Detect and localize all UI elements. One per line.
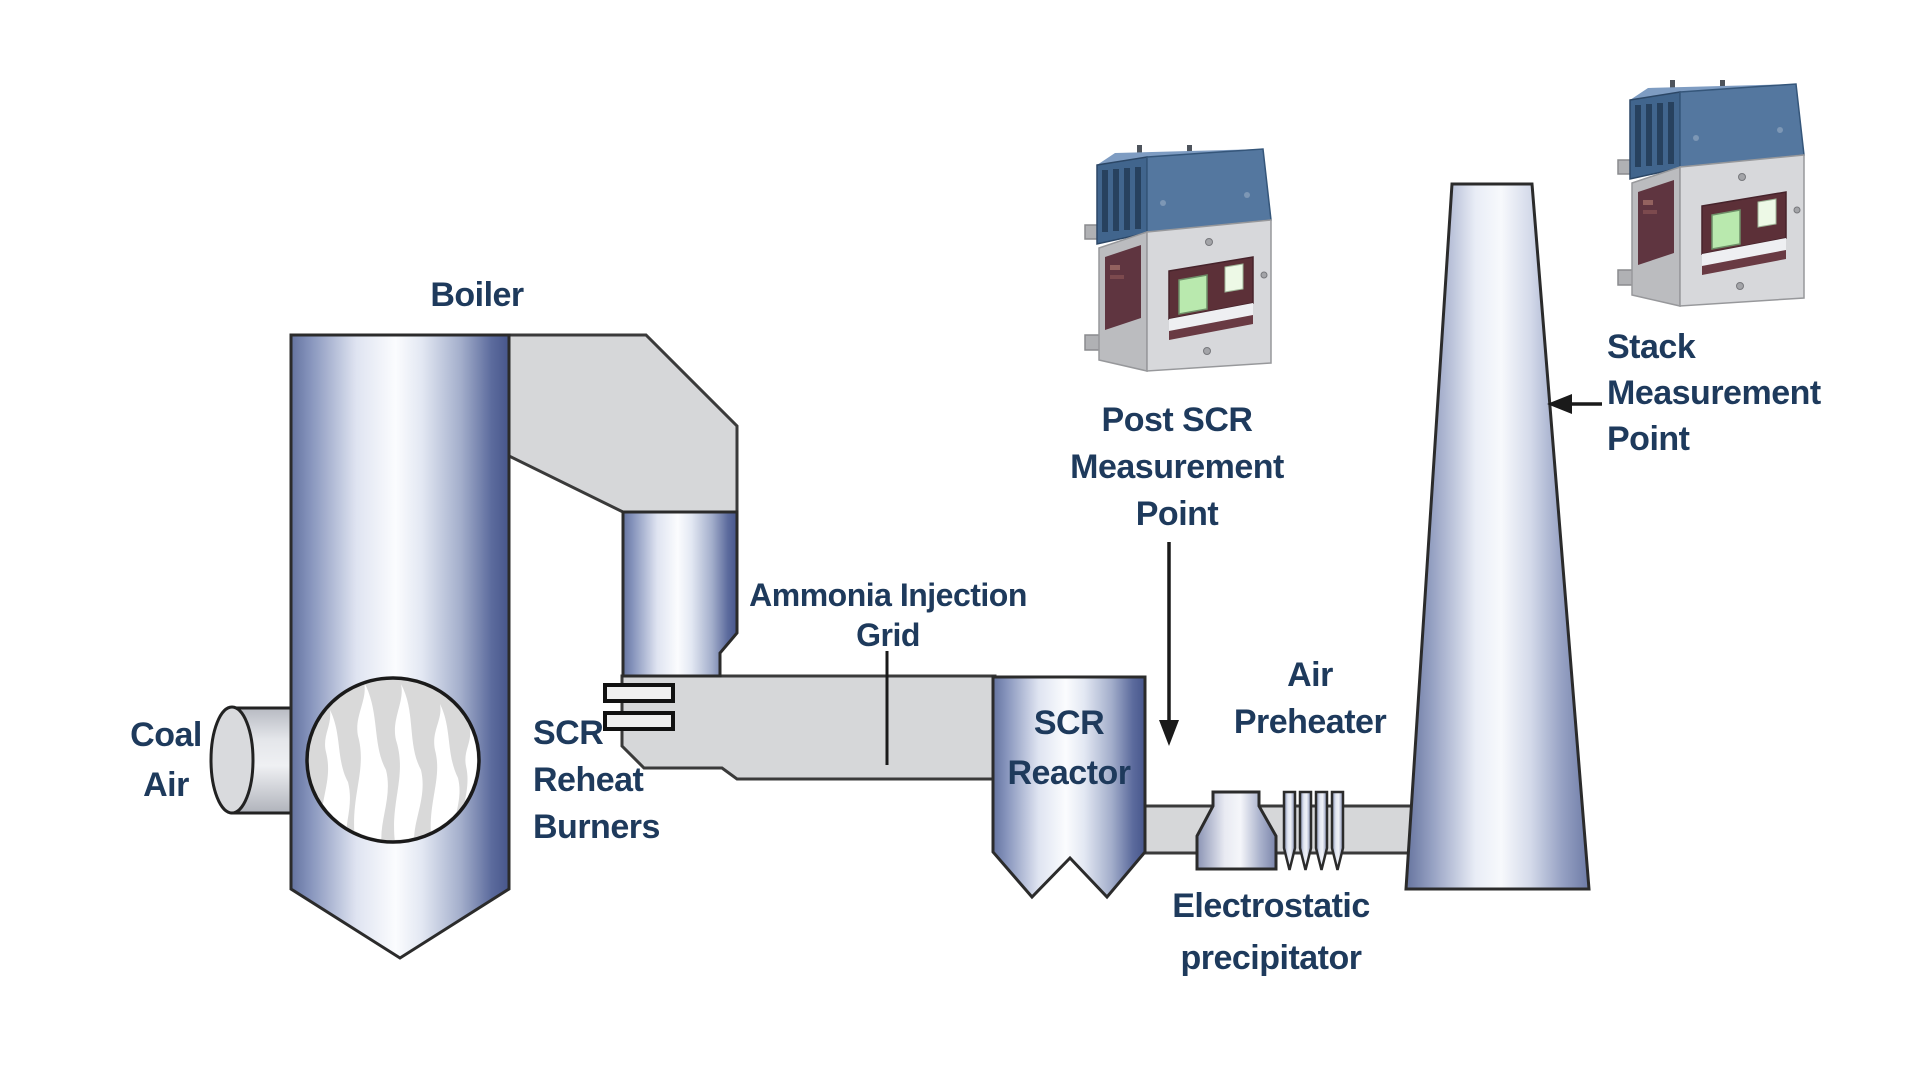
coal-air-line2: Air (143, 766, 189, 804)
scr-reactor-label: SCR Reactor (994, 698, 1144, 798)
coal-air-label: Coal Air (86, 710, 246, 810)
reheat-burner (603, 683, 675, 703)
boiler-exit-duct (507, 333, 739, 514)
post-scr-measurement-point-label: Post SCR Measurement Point (1037, 397, 1317, 538)
post-scr-analyzer-image (1084, 144, 1272, 372)
stack-mp-line2: Measurement (1607, 374, 1821, 412)
scr-reheat-line3: Burners (533, 808, 660, 846)
air-preheater-label: Air Preheater (1210, 652, 1410, 746)
downcomer-pipe (621, 510, 739, 678)
esp-line2: precipitator (1180, 939, 1362, 977)
ammonia-injection-grid-label: Ammonia Injection Grid (728, 575, 1048, 655)
air-preheater-slat (1298, 790, 1313, 871)
down-arrow-icon (1159, 542, 1179, 746)
scr-reheat-line1: SCR (533, 714, 604, 752)
post-scr-line3: Point (1135, 495, 1219, 533)
reheat-burner (603, 711, 675, 731)
reactor-outlet-duct (1143, 804, 1420, 855)
scr-reheat-line2: Reheat (533, 761, 644, 799)
air-preheater-slat (1314, 790, 1329, 871)
post-scr-line1: Post SCR (1101, 401, 1253, 439)
stack-mp-line1: Stack (1607, 328, 1696, 366)
scr-reheat-burners-label: SCR Reheat Burners (533, 710, 763, 851)
coal-air-line1: Coal (130, 716, 202, 754)
boiler-label: Boiler (357, 275, 597, 315)
stack-mp-line3: Point (1607, 420, 1690, 458)
air-preheater (1282, 790, 1345, 871)
stack-measurement-point-label: Stack Measurement Point (1607, 324, 1897, 462)
left-arrow-icon (1547, 394, 1602, 414)
air-preheater-slat (1330, 790, 1345, 871)
esp-line1: Electrostatic (1172, 887, 1370, 925)
coal-air-inlet-cap (209, 705, 255, 815)
boiler-vessel (289, 333, 511, 960)
scr-reactor-line2: Reactor (1007, 754, 1131, 792)
air-preheater-slat (1282, 790, 1297, 871)
ammonia-line2: Grid (856, 617, 920, 653)
stack (1404, 182, 1591, 891)
scr-reactor-vessel (991, 675, 1147, 900)
air-preheater-line1: Air (1287, 656, 1333, 694)
air-preheater-line2: Preheater (1233, 703, 1387, 741)
ammonia-line1: Ammonia Injection (749, 577, 1027, 613)
scr-reactor-line1: SCR (1033, 704, 1105, 742)
electrostatic-precipitator (1195, 790, 1278, 871)
boiler-label-text: Boiler (430, 276, 524, 314)
electrostatic-precipitator-label: Electrostatic precipitator (1121, 880, 1421, 984)
post-scr-line2: Measurement (1070, 448, 1284, 486)
stack-analyzer-image (1617, 79, 1805, 307)
